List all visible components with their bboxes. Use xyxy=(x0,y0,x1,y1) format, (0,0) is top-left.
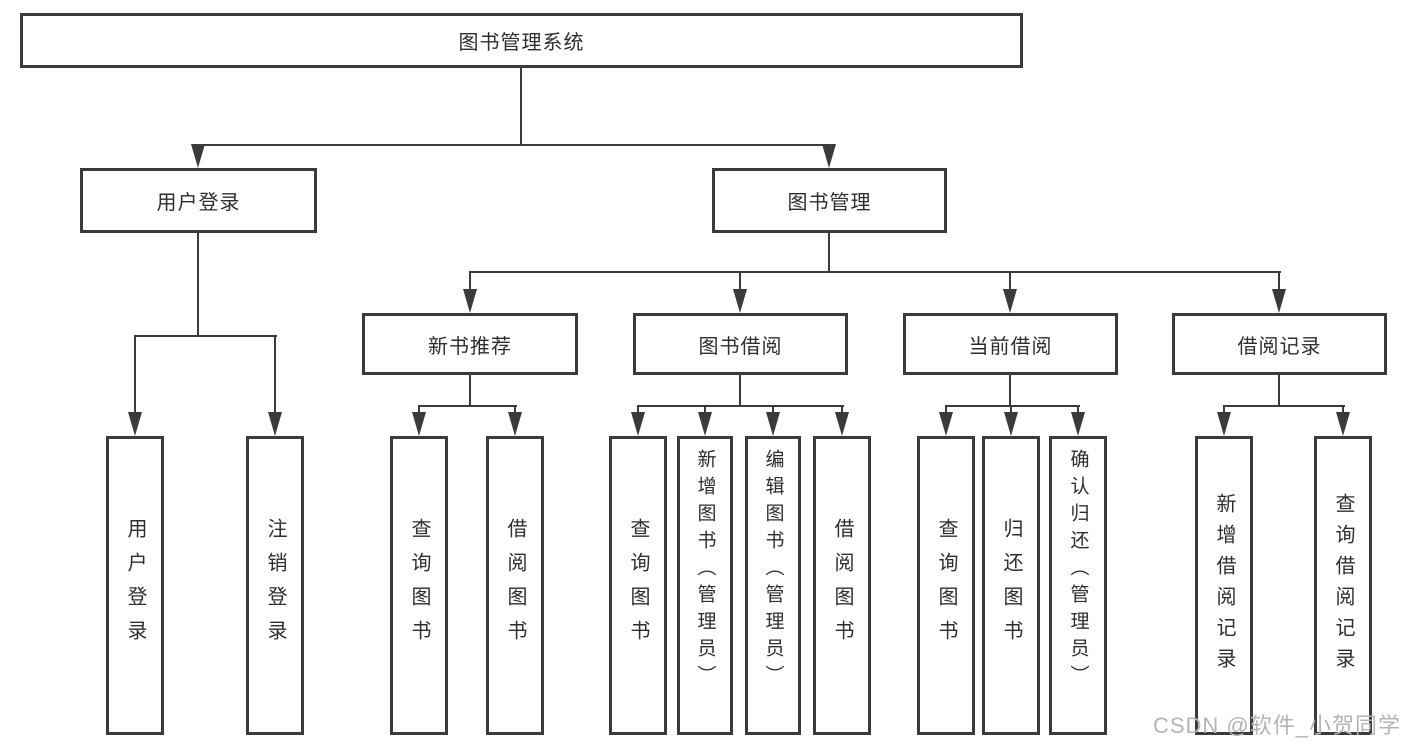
connector-user-stem xyxy=(197,233,199,337)
leaf-label: 归还图书 xyxy=(1000,517,1022,654)
leaf-label: 借阅图书 xyxy=(831,517,853,654)
connector-records-bar xyxy=(1223,405,1345,407)
connector-recommend-stem xyxy=(469,375,471,407)
connector-drop xyxy=(772,405,774,415)
arrow-down-icon xyxy=(191,144,205,168)
watermark: CSDN @软件_小贺同学 xyxy=(1152,713,1401,738)
connector-user-bar xyxy=(134,335,277,337)
connector-mgmt-bar xyxy=(469,271,1281,273)
connector-drop xyxy=(739,271,741,293)
node-book-borrow: 图书借阅 xyxy=(633,313,848,375)
arrow-down-icon xyxy=(698,412,712,436)
arrow-down-icon xyxy=(766,412,780,436)
leaf-user-login: 用户登录 xyxy=(106,436,164,735)
connector-current-bar xyxy=(945,405,1080,407)
arrow-down-icon xyxy=(463,289,477,313)
arrow-down-icon xyxy=(733,289,747,313)
connector-drop xyxy=(134,335,136,415)
connector-drop xyxy=(418,405,420,415)
leaf-label: 查询图书 xyxy=(935,517,957,654)
leaf-label: 新增图书（管理员） xyxy=(694,449,716,692)
connector-drop xyxy=(1009,271,1011,293)
node-label: 新书推荐 xyxy=(428,335,512,358)
node-label: 图书借阅 xyxy=(698,335,783,358)
node-label: 当前借阅 xyxy=(968,335,1053,358)
connector-root-stem xyxy=(520,68,522,146)
leaf-logout: 注销登录 xyxy=(246,436,304,735)
connector-drop xyxy=(704,405,706,415)
leaf-add-books-admin: 新增图书（管理员） xyxy=(677,436,733,735)
connector-root-bar xyxy=(197,144,831,146)
leaf-label: 新增借阅记录 xyxy=(1213,492,1235,679)
leaf-label: 查询图书 xyxy=(627,517,649,654)
node-label: 图书管理系统 xyxy=(458,32,585,54)
node-new-book-recommend: 新书推荐 xyxy=(362,313,578,375)
leaf-label: 查询图书 xyxy=(408,517,430,654)
arrow-down-icon xyxy=(939,412,953,436)
connector-drop xyxy=(1278,271,1280,293)
leaf-query-books-current: 查询图书 xyxy=(917,436,975,735)
node-label: 借阅记录 xyxy=(1237,335,1322,358)
connector-drop xyxy=(637,405,639,415)
leaf-label: 借阅图书 xyxy=(504,517,526,654)
arrow-down-icon xyxy=(1071,412,1085,436)
leaf-borrow-books-recommend: 借阅图书 xyxy=(486,436,544,735)
arrow-down-icon xyxy=(1003,289,1017,313)
leaf-label: 编辑图书（管理员） xyxy=(762,449,784,692)
connector-drop xyxy=(945,405,947,415)
connector-recommend-bar xyxy=(418,405,517,407)
arrow-down-icon xyxy=(412,412,426,436)
connector-records-stem xyxy=(1278,375,1280,407)
connector-current-stem xyxy=(1009,375,1011,407)
node-label: 图书管理 xyxy=(787,192,872,214)
connector-drop xyxy=(841,405,843,415)
leaf-query-books-recommend: 查询图书 xyxy=(390,436,448,735)
connector-drop xyxy=(514,405,516,415)
connector-mgmt-stem xyxy=(828,233,830,273)
connector-drop xyxy=(1077,405,1079,415)
leaf-label: 确认归还（管理员） xyxy=(1067,449,1089,692)
arrow-down-icon xyxy=(835,412,849,436)
arrow-down-icon xyxy=(631,412,645,436)
leaf-query-books-borrow: 查询图书 xyxy=(609,436,667,735)
leaf-label: 用户登录 xyxy=(124,517,146,654)
arrow-down-icon xyxy=(508,412,522,436)
connector-borrow-bar xyxy=(637,405,844,407)
connector-drop xyxy=(1010,405,1012,415)
connector-drop xyxy=(274,335,276,415)
node-root-system: 图书管理系统 xyxy=(20,13,1023,68)
leaf-query-borrow-record: 查询借阅记录 xyxy=(1314,436,1372,735)
connector-drop xyxy=(1223,405,1225,415)
connector-drop xyxy=(1342,405,1344,415)
node-current-borrow: 当前借阅 xyxy=(903,313,1118,375)
leaf-label: 查询借阅记录 xyxy=(1332,492,1354,679)
arrow-down-icon xyxy=(128,412,142,436)
arrow-down-icon xyxy=(268,412,282,436)
arrow-down-icon xyxy=(1336,412,1350,436)
leaf-confirm-return-admin: 确认归还（管理员） xyxy=(1049,436,1107,735)
arrow-down-icon xyxy=(1272,289,1286,313)
leaf-borrow-books: 借阅图书 xyxy=(813,436,871,735)
arrow-down-icon xyxy=(822,144,836,168)
leaf-add-borrow-record: 新增借阅记录 xyxy=(1195,436,1253,735)
node-borrow-records: 借阅记录 xyxy=(1172,313,1387,375)
leaf-label: 注销登录 xyxy=(264,517,286,654)
connector-borrow-stem xyxy=(739,375,741,407)
arrow-down-icon xyxy=(1004,412,1018,436)
connector-drop xyxy=(469,271,471,293)
arrow-down-icon xyxy=(1217,412,1231,436)
node-book-management: 图书管理 xyxy=(712,168,947,233)
leaf-edit-books-admin: 编辑图书（管理员） xyxy=(745,436,801,735)
node-user-login: 用户登录 xyxy=(80,168,317,233)
leaf-return-books: 归还图书 xyxy=(982,436,1040,735)
node-label: 用户登录 xyxy=(156,192,241,214)
